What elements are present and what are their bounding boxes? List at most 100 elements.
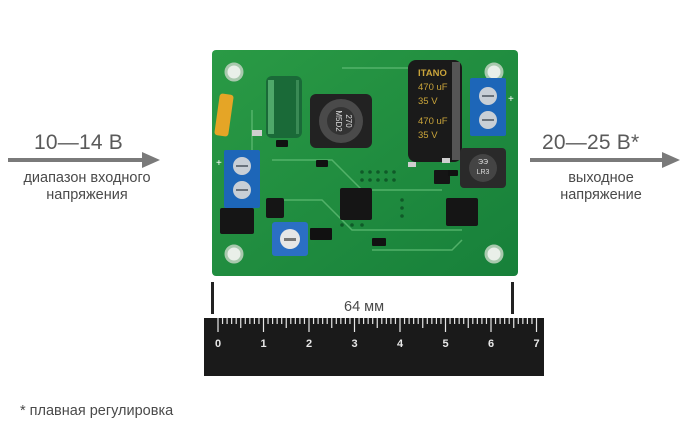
ruler-tick bbox=[417, 318, 419, 324]
ruler-tick bbox=[244, 318, 246, 324]
ruler-tick bbox=[253, 318, 255, 324]
output-caption: выходное напряжение bbox=[526, 170, 676, 204]
ruler-tick bbox=[221, 318, 224, 324]
ruler-tick bbox=[372, 318, 374, 324]
ruler-tick bbox=[522, 318, 524, 324]
ruler-tick bbox=[363, 318, 365, 324]
transistors bbox=[220, 170, 478, 234]
ruler-tick bbox=[335, 318, 337, 324]
ruler-number: 6 bbox=[488, 338, 494, 350]
pcb-board-photo: 270 M5D2 ITANO 470 uF 35 V 470 uF 35 V +… bbox=[212, 50, 518, 276]
capacitor-marking-brand: ITANO bbox=[418, 68, 447, 79]
capacitor-marking-value: 470 uF bbox=[418, 82, 448, 93]
fuse-component bbox=[214, 93, 234, 137]
ruler-tick bbox=[381, 318, 383, 324]
dimension-marker-right bbox=[510, 282, 516, 314]
inductor-left: 270 M5D2 bbox=[310, 94, 372, 148]
ruler-body bbox=[204, 318, 544, 376]
ruler-tick bbox=[353, 318, 356, 332]
ruler-tick bbox=[513, 318, 515, 328]
ruler-tick bbox=[262, 318, 265, 332]
ruler-tick bbox=[326, 318, 328, 324]
ruler-tick bbox=[531, 318, 533, 324]
ruler-tick bbox=[272, 318, 274, 324]
ruler-number: 0 bbox=[215, 338, 221, 350]
ruler-tick bbox=[394, 318, 397, 324]
ruler-tick bbox=[290, 318, 292, 324]
terminal-block-input: + bbox=[216, 150, 260, 208]
capacitor-marking-voltage: 35 V bbox=[418, 96, 438, 107]
ruler-tick bbox=[422, 318, 424, 328]
dimension-marker-left bbox=[210, 282, 216, 314]
output-caption-line2: напряжение bbox=[560, 187, 642, 203]
ruler-number: 7 bbox=[533, 338, 539, 350]
ruler-number: 3 bbox=[351, 338, 357, 350]
ruler-tick bbox=[504, 318, 506, 324]
ruler-tick bbox=[367, 318, 369, 324]
input-caption-line2: напряжения bbox=[46, 187, 128, 203]
ruler-tick bbox=[431, 318, 433, 324]
ruler-tick bbox=[476, 318, 478, 324]
ruler-tick bbox=[535, 318, 538, 332]
ruler-tick bbox=[303, 318, 306, 324]
ruler-tick bbox=[472, 318, 474, 324]
ruler-tick bbox=[403, 318, 406, 324]
ruler-tick bbox=[435, 318, 437, 324]
mounting-holes bbox=[224, 62, 504, 264]
ruler-tick bbox=[517, 318, 519, 324]
trimmer-potentiometer bbox=[272, 222, 308, 256]
ruler-tick bbox=[276, 318, 278, 324]
ruler-tick bbox=[358, 318, 360, 324]
ruler-tick bbox=[490, 318, 492, 332]
ruler-tick bbox=[444, 318, 447, 332]
ruler-tick bbox=[267, 318, 269, 324]
ruler-tick bbox=[526, 318, 528, 324]
ruler-tick bbox=[494, 318, 497, 324]
ruler-tick bbox=[454, 318, 456, 324]
pcb-vias bbox=[340, 170, 404, 227]
capacitor-large: ITANO 470 uF 35 V 470 uF 35 V bbox=[408, 60, 462, 162]
inductor-right-marking-1: ЭЭ bbox=[478, 159, 488, 166]
output-arrow bbox=[530, 150, 682, 170]
ruler-tick bbox=[331, 318, 333, 328]
inductor-left-marking-2: M5D2 bbox=[334, 110, 343, 132]
ruler-tick bbox=[308, 318, 310, 332]
ruler-tick bbox=[499, 318, 501, 324]
ruler-tick bbox=[217, 318, 219, 332]
ruler-tick bbox=[299, 318, 301, 324]
ruler-tick bbox=[226, 318, 228, 324]
ruler-tick bbox=[463, 318, 465, 324]
ruler-tick bbox=[349, 318, 351, 324]
inductor-left-marking-1: 270 bbox=[344, 114, 353, 128]
svg-text:+: + bbox=[216, 158, 222, 169]
ruler-tick bbox=[240, 318, 242, 328]
input-arrow bbox=[8, 150, 160, 170]
output-caption-line1: выходное bbox=[568, 170, 634, 186]
ruler-tick bbox=[285, 318, 287, 328]
ruler-tick bbox=[258, 318, 260, 324]
ruler-tick bbox=[481, 318, 483, 324]
footnote: * плавная регулировка bbox=[20, 403, 174, 419]
ruler-tick bbox=[408, 318, 410, 324]
input-caption: диапазон входного напряжения bbox=[6, 170, 168, 204]
input-caption-line1: диапазон входного bbox=[23, 170, 151, 186]
capacitor-marking-voltage-repeat: 35 V bbox=[418, 130, 438, 141]
ruler-tick bbox=[385, 318, 387, 324]
ruler-tick bbox=[249, 318, 251, 324]
dimension-label: 64 мм bbox=[344, 299, 385, 315]
ruler-tick bbox=[231, 318, 233, 324]
ruler-number: 2 bbox=[306, 338, 312, 350]
ruler-number: 4 bbox=[397, 338, 404, 350]
ruler-tick bbox=[312, 318, 315, 324]
inductor-right-marking-2: LR3 bbox=[477, 169, 490, 176]
ruler-tick bbox=[508, 318, 510, 324]
svg-text:+: + bbox=[508, 94, 514, 105]
ruler-tick bbox=[317, 318, 319, 324]
ruler-ticks bbox=[217, 318, 538, 332]
smd-caps bbox=[252, 130, 450, 167]
ruler-tick bbox=[399, 318, 401, 332]
ruler-tick bbox=[340, 318, 342, 324]
ruler-tick bbox=[413, 318, 415, 324]
